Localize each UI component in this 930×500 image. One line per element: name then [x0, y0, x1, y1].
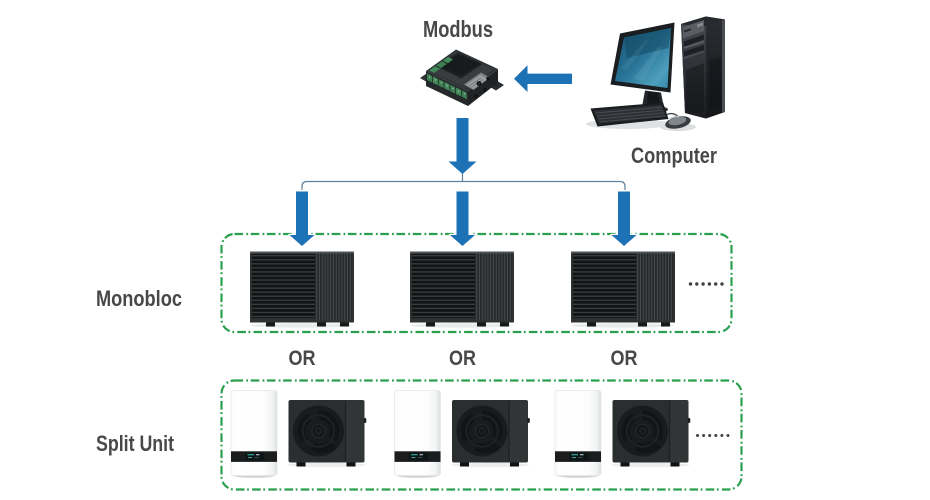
svg-text:OR: OR	[611, 347, 638, 370]
svg-text:Computer: Computer	[631, 143, 717, 168]
svg-text:OR: OR	[289, 347, 316, 370]
svg-text:Split Unit: Split Unit	[96, 431, 175, 456]
svg-text:Monobloc: Monobloc	[96, 286, 182, 311]
svg-text:OR: OR	[449, 347, 476, 370]
svg-text:Modbus: Modbus	[423, 16, 493, 42]
